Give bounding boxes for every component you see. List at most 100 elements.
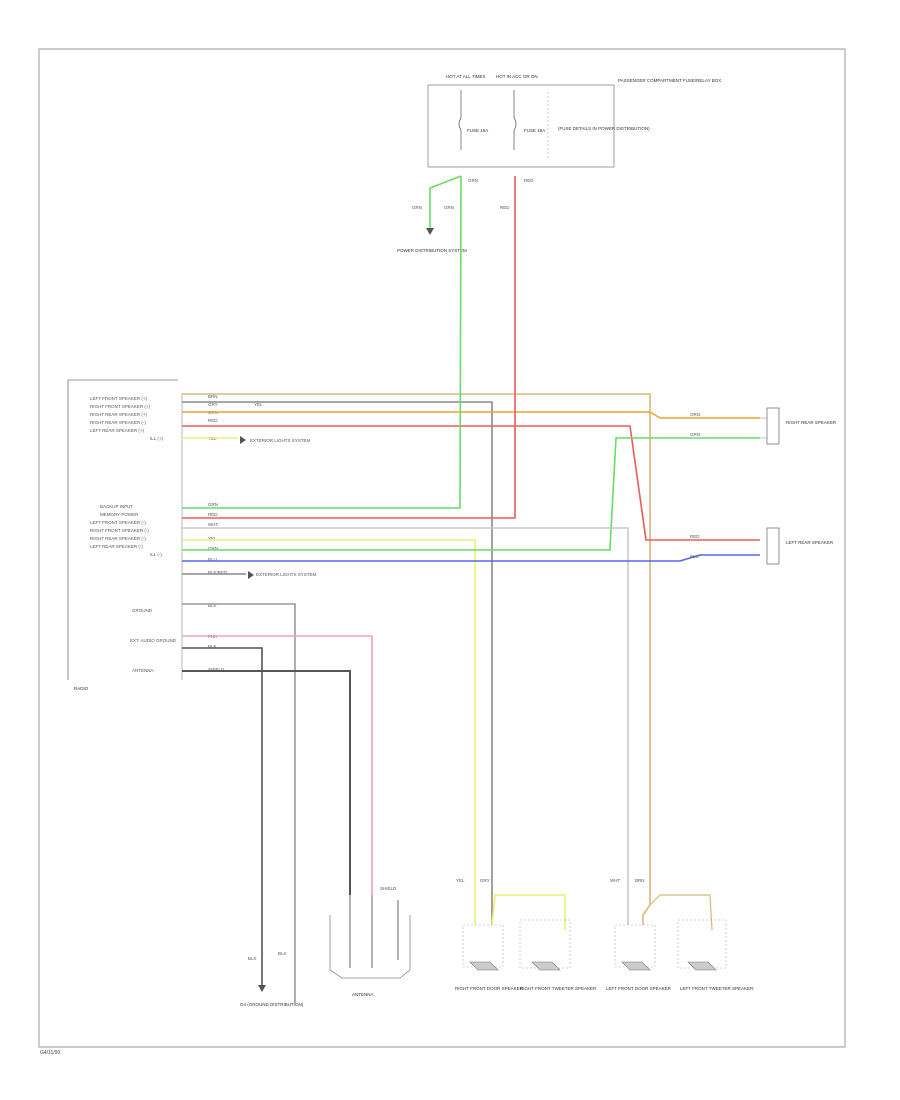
lf-door-speaker-label: LEFT FRONT DOOR SPEAKER <box>606 986 672 991</box>
pd-arrow <box>426 228 434 235</box>
right-rear-speaker: RIGHT REAR SPEAKER ORN GRN <box>690 407 837 445</box>
fuse-details-label: (FUSE DETAILS IN POWER DISTRIBUTION) <box>558 126 650 131</box>
right-rear-speaker-label: RIGHT REAR SPEAKER <box>786 420 837 425</box>
radio-pin-mid-3: LEFT FRONT SPEAKER (-) <box>90 520 146 525</box>
wire-ground-grey <box>182 603 296 1003</box>
wire-lf-minus-white <box>182 527 629 925</box>
antenna-outline <box>329 915 411 979</box>
left-rear-speaker: LEFT REAR SPEAKER RED BLU <box>690 527 834 565</box>
wire-rr-minus-green-mid <box>182 548 611 551</box>
front-wire-label-4: BRN <box>635 878 645 883</box>
fuse-box-outline <box>427 84 615 168</box>
rf-door-speaker-label: RIGHT FRONT DOOR SPEAKER <box>455 986 524 991</box>
rf-tweeter-label: RIGHT FRONT TWEETER SPEAKER <box>520 986 597 991</box>
fuse-wire-label-4: RED <box>500 205 510 210</box>
fuse-b-symbol <box>513 90 517 150</box>
antenna-shield-lines <box>349 895 399 968</box>
wire-ground-black <box>182 647 263 985</box>
radio-wire-mid-3: WHT <box>208 522 218 527</box>
antenna-component: SHIELD ANTENNA <box>329 886 411 997</box>
front-wire-label-2: GRY <box>480 878 490 883</box>
ground-point-label: G4 (GROUND DISTRIBUTION) <box>240 1002 304 1007</box>
wire-memory-red <box>182 176 516 519</box>
lr-wire-label-blu: BLU <box>690 554 699 559</box>
pd-wire-green <box>429 175 462 228</box>
radio-wire-top-1: BRN <box>208 394 218 399</box>
rf-door-speaker-box <box>462 924 504 968</box>
fuse-a-name: FUSE 15A <box>467 128 488 133</box>
wire-backup-green <box>182 175 462 509</box>
radio-pin-mid-5: RIGHT REAR SPEAKER (-) <box>90 536 146 541</box>
radio-pin-top-5: LEFT REAR SPEAKER (+) <box>90 428 145 433</box>
radio-pin-top-4: RIGHT REAR SPEAKER (-) <box>90 420 146 425</box>
lf-tweeter-tan-jumper <box>649 894 713 931</box>
fuse-a-symbol <box>458 90 462 150</box>
fuse-a-hot-label: HOT AT ALL TIMES <box>446 74 486 79</box>
right-front-door-speaker: RIGHT FRONT DOOR SPEAKER <box>455 924 524 991</box>
front-wire-label-3: WHT <box>610 878 620 883</box>
radio-wire-mid-1: GRN <box>208 502 218 507</box>
right-front-tweeter: RIGHT FRONT TWEETER SPEAKER <box>519 919 597 991</box>
radio-wire-top-6: YEL <box>254 402 263 407</box>
ext-lights-arrow-2 <box>248 571 254 579</box>
lf-door-speaker-box <box>614 924 656 968</box>
ext-lights-arrow-1 <box>240 436 246 444</box>
radio-wire-ground: BLK <box>208 644 217 649</box>
front-wire-label-1: YEL <box>456 878 465 883</box>
antenna-label: ANTENNA <box>352 992 374 997</box>
rr-wire-label-orn: ORN <box>690 412 700 417</box>
rr-speaker-cone <box>760 417 767 439</box>
wire-antenna-shield <box>182 670 351 895</box>
radio-pin-mid-7: ILL (-) <box>150 552 162 557</box>
ground-point: BLK BLK G4 (GROUND DISTRIBUTION) <box>240 951 304 1007</box>
wires-top-section <box>182 393 760 925</box>
radio-pin-top-1: LEFT FRONT SPEAKER (+) <box>90 396 147 401</box>
exterior-lights-label-1: EXTERIOR LIGHTS SYSTEM <box>250 438 311 443</box>
radio-pin-ground: GROUND <box>132 608 153 613</box>
radio-pin-top-2: RIGHT FRONT SPEAKER (+) <box>90 404 150 409</box>
front-speaker-wire-labels: YEL GRY WHT BRN <box>456 878 645 883</box>
rf-tweeter-yellow-jumper <box>491 894 566 930</box>
wire-rf-plus-grey <box>182 401 493 925</box>
fuse-wire-label-1: GRN <box>468 178 478 183</box>
power-distribution-label: POWER DISTRIBUTION SYSTEM <box>397 248 467 253</box>
radio-pin-ext: EXT. AUDIO GROUND <box>130 638 177 643</box>
lf-tweeter-label: LEFT FRONT TWEETER SPEAKER <box>680 986 754 991</box>
radio-wire-mid-5: GRN <box>208 546 218 551</box>
radio-pin-top-6: ILL (+) <box>150 436 163 441</box>
radio-wire-mid-6: BLU <box>208 557 217 562</box>
ground-arrow <box>258 985 266 992</box>
radio-pin-top-3: RIGHT REAR SPEAKER (+) <box>90 412 148 417</box>
radio-wire-mid-4: YEL <box>208 536 217 541</box>
exterior-lights-label-2: EXTERIOR LIGHTS SYSTEM <box>256 572 317 577</box>
diagram-frame <box>38 48 846 1048</box>
radio-wire-antenna: SHIELD <box>208 667 225 672</box>
wire-ext-pink <box>182 635 373 895</box>
fuse-b-hot-label: HOT IN ACC OR ON <box>496 74 538 79</box>
radio-pin-antenna: ANTENNA <box>132 668 154 673</box>
fuse-box-title: PASSENGER COMPARTMENT FUSE/RELAY BOX <box>618 78 721 83</box>
fuse-relay-box: HOT AT ALL TIMES HOT IN ACC OR ON FUSE 1… <box>427 74 721 210</box>
footer-code: G4/11/99 <box>40 1050 60 1056</box>
fuse-wire-label-2: RED <box>524 178 534 183</box>
ground-wire-label-1: BLK <box>248 956 257 961</box>
wire-rr-minus-red <box>182 425 760 541</box>
left-rear-speaker-body <box>766 527 780 565</box>
wire-rr-minus-green <box>609 437 760 549</box>
wires-bottom-section <box>182 603 373 1003</box>
radio-name: RADIO <box>74 686 89 691</box>
lf-tweeter-symbol <box>687 961 717 971</box>
rf-tweeter-symbol <box>531 961 561 971</box>
lf-tweeter-box <box>677 919 727 969</box>
rf-tweeter-box <box>519 919 571 969</box>
ground-wire-label-2: BLK <box>278 951 287 956</box>
wires-mid-section <box>182 175 760 925</box>
radio-wire-mid-7: BLK/RED <box>208 570 228 575</box>
radio-wire-ext-grey: BLK <box>208 603 217 608</box>
lf-door-speaker-symbol <box>621 961 651 971</box>
rr-wire-label-grn: GRN <box>690 432 700 437</box>
wire-lr-minus-blue <box>182 554 760 562</box>
antenna-wire-label: SHIELD <box>380 886 397 891</box>
left-front-door-speaker: LEFT FRONT DOOR SPEAKER <box>606 924 672 991</box>
